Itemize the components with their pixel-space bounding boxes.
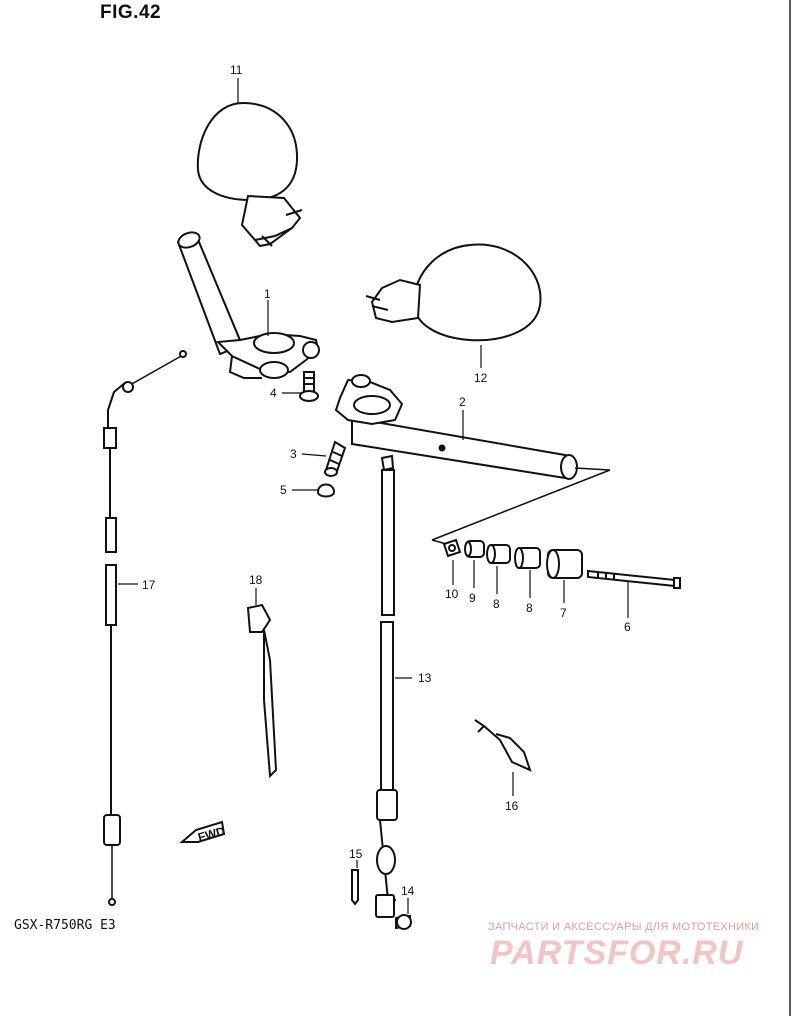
callout-7: 7 xyxy=(560,606,567,620)
callout-4: 4 xyxy=(270,386,277,400)
nut-part-10 xyxy=(442,538,462,558)
forward-arrow-label: FWD xyxy=(196,824,226,845)
clip-part-16 xyxy=(474,719,532,772)
screw-part-6 xyxy=(587,569,681,589)
watermark-brand-logo: PARTSFOR.RU xyxy=(490,934,744,972)
callout-numbers: 11 1 12 2 4 3 5 17 18 13 10 9 8 8 7 6 16… xyxy=(142,63,631,898)
callout-12: 12 xyxy=(474,371,488,385)
bar-end-components xyxy=(442,538,681,589)
callout-leaders xyxy=(237,78,629,914)
callout-1: 1 xyxy=(264,287,271,301)
damper-part-8b xyxy=(514,547,541,569)
cable-part-13 xyxy=(375,454,412,918)
callout-11: 11 xyxy=(230,63,243,77)
callout-5: 5 xyxy=(280,483,287,497)
callout-9: 9 xyxy=(469,591,476,605)
watermark-tagline: ЗАПЧАСТИ И АКСЕССУАРЫ ДЛЯ МОТОТЕХНИКИ xyxy=(488,921,760,933)
callout-8a: 8 xyxy=(493,597,500,611)
callout-13: 13 xyxy=(418,671,432,685)
clamp-part-18 xyxy=(246,603,278,779)
bar-end-leader xyxy=(431,467,611,546)
bolt-part-4 xyxy=(299,371,319,402)
callout-18: 18 xyxy=(249,573,263,587)
pin-part-15 xyxy=(351,869,359,906)
callout-2: 2 xyxy=(459,395,466,409)
callout-15: 15 xyxy=(349,847,363,861)
cap-part-5 xyxy=(316,483,336,498)
bolt-part-3 xyxy=(324,440,347,477)
callout-8b: 8 xyxy=(526,601,533,615)
forward-arrow: FWD xyxy=(179,820,227,845)
cable-part-17 xyxy=(103,350,187,906)
damper-part-8a xyxy=(486,544,511,564)
callout-10: 10 xyxy=(445,587,459,601)
right-clip-on-handlebar-part xyxy=(334,374,578,480)
callout-6: 6 xyxy=(624,620,631,634)
bolt-part-14 xyxy=(395,914,412,930)
callout-3: 3 xyxy=(290,447,297,461)
balancer-part-7 xyxy=(546,549,583,579)
collar-part-9 xyxy=(464,540,485,558)
right-mirror-part xyxy=(365,243,542,342)
left-clip-on-handlebar-part xyxy=(176,231,320,379)
callout-16: 16 xyxy=(505,799,519,813)
callout-17: 17 xyxy=(142,578,156,592)
left-mirror-part xyxy=(196,101,303,248)
model-label: GSX-R750RG E3 xyxy=(14,918,116,933)
callout-14: 14 xyxy=(401,884,415,898)
figure-title: FIG.42 xyxy=(100,2,162,23)
